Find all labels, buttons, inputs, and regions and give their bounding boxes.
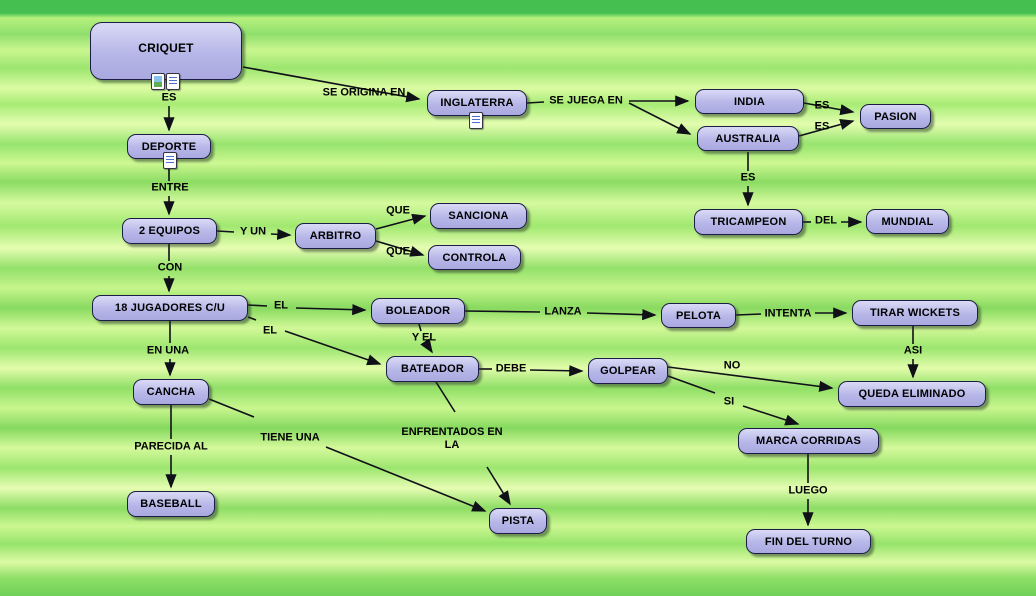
link-label-es-criquet[interactable]: ES (161, 91, 177, 104)
connector-line (247, 316, 257, 321)
link-label-lanza[interactable]: LANZA (544, 305, 582, 318)
link-label-el-bateador[interactable]: EL (262, 324, 278, 337)
connector-line (529, 365, 584, 377)
node-fin-del-turno[interactable]: FIN DEL TURNO (746, 529, 871, 554)
node-pelota[interactable]: PELOTA (661, 303, 736, 328)
node-india[interactable]: INDIA (695, 89, 804, 114)
document-resource-icon[interactable] (163, 152, 177, 169)
connector-line (798, 119, 855, 137)
link-label-enfrentados-en-la[interactable]: ENFRENTADOS EN LA (401, 426, 503, 451)
link-label-entre[interactable]: ENTRE (151, 181, 189, 194)
link-label-luego[interactable]: LUEGO (788, 484, 828, 497)
link-label-es-india[interactable]: ES (814, 99, 830, 112)
connector-line (270, 228, 292, 240)
link-label-no[interactable]: NO (723, 359, 741, 372)
link-label-parecida-al[interactable]: PARECIDA AL (134, 440, 208, 453)
connector-line (325, 446, 487, 512)
link-label-se-juega-en[interactable]: SE JUEGA EN (549, 94, 623, 107)
document-resource-icon[interactable] (166, 73, 180, 90)
connector-line (208, 398, 255, 418)
connector-line (247, 304, 268, 307)
document-resource-icon[interactable] (469, 112, 483, 129)
link-label-es-australia[interactable]: ES (814, 120, 830, 133)
link-label-y-el[interactable]: Y EL (411, 331, 437, 344)
node-mundial[interactable]: MUNDIAL (866, 209, 949, 234)
node-baseball[interactable]: BASEBALL (127, 491, 215, 517)
link-label-asi[interactable]: ASI (903, 344, 923, 357)
node-pista[interactable]: PISTA (489, 508, 547, 534)
connector-line (667, 375, 716, 394)
connector-line (464, 310, 541, 313)
node-inglaterra[interactable]: INGLATERRA (427, 90, 527, 116)
connector-line (486, 466, 511, 506)
connector-line (628, 102, 692, 135)
connector-line (295, 304, 367, 316)
node-controla[interactable]: CONTROLA (428, 245, 521, 270)
node-tricampeon[interactable]: TRICAMPEON (694, 209, 803, 235)
node-cancha[interactable]: CANCHA (133, 379, 209, 405)
link-label-debe[interactable]: DEBE (495, 362, 527, 375)
connector-line (418, 323, 422, 332)
node-marca-corridas[interactable]: MARCA CORRIDAS (738, 428, 879, 454)
link-label-el-boleador[interactable]: EL (273, 299, 289, 312)
node-pasion[interactable]: PASION (860, 104, 931, 129)
node-tirar-wickets[interactable]: TIRAR WICKETS (852, 300, 978, 326)
link-label-es-tricampeon[interactable]: ES (740, 171, 756, 184)
connector-line (667, 366, 834, 392)
link-label-y-un[interactable]: Y UN (239, 225, 267, 238)
connector-line (242, 66, 421, 103)
connector-line (216, 230, 235, 233)
node-2-equipos[interactable]: 2 EQUIPOS (122, 218, 217, 244)
link-label-del[interactable]: DEL (815, 214, 837, 227)
node-queda-eliminado[interactable]: QUEDA ELIMINADO (838, 381, 986, 407)
node-boleador[interactable]: BOLEADOR (371, 298, 465, 324)
link-label-con[interactable]: CON (157, 261, 183, 274)
connector-line (420, 338, 433, 354)
node-criquet[interactable]: CRIQUET (90, 22, 242, 80)
connector-line (284, 330, 382, 366)
node-sanciona[interactable]: SANCIONA (430, 203, 527, 229)
node-18-jugadores[interactable]: 18 JUGADORES C/U (92, 295, 248, 321)
connector-line (803, 102, 855, 116)
connector-line (742, 405, 800, 426)
link-label-que-sanciona[interactable]: QUE (386, 204, 410, 217)
connector-line (735, 313, 762, 316)
link-label-tiene-una[interactable]: TIENE UNA (260, 431, 320, 444)
link-label-se-origina-en[interactable]: SE ORIGINA EN (322, 86, 406, 99)
link-label-en-una[interactable]: EN UNA (146, 344, 190, 357)
node-golpear[interactable]: GOLPEAR (588, 358, 668, 384)
node-australia[interactable]: AUSTRALIA (697, 126, 799, 151)
node-arbitro[interactable]: ARBITRO (295, 223, 376, 249)
image-resource-icon[interactable] (151, 73, 165, 90)
link-label-si[interactable]: SI (723, 395, 735, 408)
connector-line (526, 101, 545, 104)
connector-line (586, 309, 657, 321)
link-label-que-controla[interactable]: QUE (386, 245, 410, 258)
node-bateador[interactable]: BATEADOR (386, 356, 479, 382)
connector-line (375, 213, 427, 230)
connector-line (435, 381, 456, 413)
connector-line (375, 240, 425, 257)
link-label-intenta[interactable]: INTENTA (764, 307, 812, 320)
